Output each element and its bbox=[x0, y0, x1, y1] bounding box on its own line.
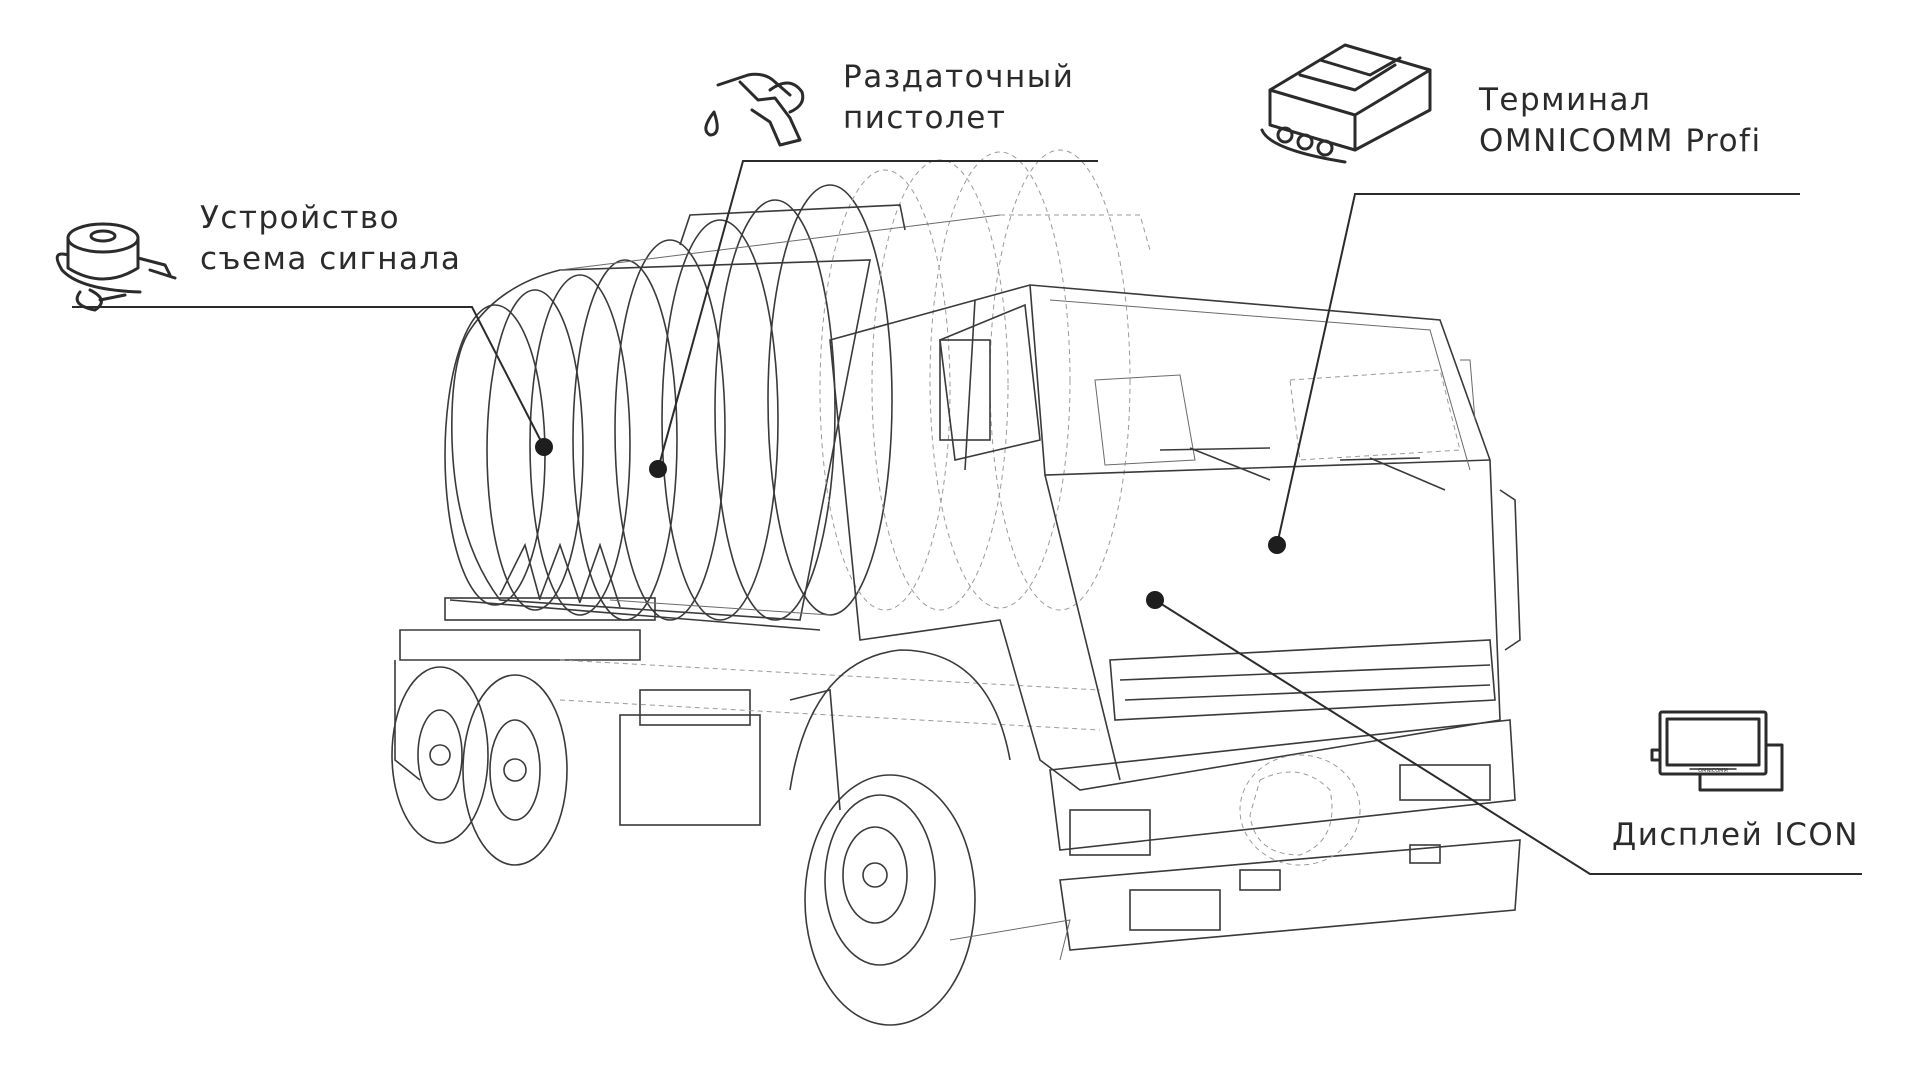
display-brand-text: OMNICOMM bbox=[1698, 768, 1728, 774]
leader-terminal bbox=[1276, 193, 1800, 546]
tank-frame bbox=[444, 542, 831, 631]
cab bbox=[829, 284, 1521, 791]
label-signal-device: Устройство съема сигнала bbox=[200, 198, 461, 280]
display-icon bbox=[1650, 710, 1784, 792]
grille-and-bumper bbox=[1049, 639, 1521, 951]
marker-nozzle bbox=[649, 460, 667, 478]
label-terminal-line2: OMNICOMM Profi bbox=[1479, 123, 1762, 159]
marker-signal-device bbox=[535, 438, 553, 456]
fuel-tanker-truck-drawing bbox=[391, 149, 1521, 1026]
label-display-line1: Дисплей ICON bbox=[1612, 817, 1859, 853]
leader-nozzle bbox=[657, 160, 1098, 470]
fuel-nozzle-icon bbox=[704, 72, 805, 147]
label-display: Дисплей ICON bbox=[1612, 815, 1859, 856]
leader-signal-device bbox=[72, 306, 545, 448]
chassis bbox=[391, 629, 1101, 866]
label-signal-device-line2: съема сигнала bbox=[200, 241, 462, 277]
terminal-device-icon bbox=[1260, 43, 1432, 164]
leader-lines bbox=[72, 160, 1862, 875]
marker-terminal bbox=[1268, 536, 1286, 554]
label-terminal: Терминал OMNICOMM Profi bbox=[1479, 80, 1762, 162]
marker-display bbox=[1146, 591, 1164, 609]
label-signal-device-line1: Устройство bbox=[200, 200, 401, 236]
label-nozzle-line2: пистолет bbox=[843, 100, 1007, 136]
label-terminal-line1: Терминал bbox=[1479, 82, 1652, 118]
signal-pickup-device-icon bbox=[55, 222, 177, 312]
leader-display bbox=[1154, 599, 1862, 875]
label-nozzle-line1: Раздаточный bbox=[843, 59, 1075, 95]
tank bbox=[444, 149, 1151, 621]
label-nozzle: Раздаточный пистолет bbox=[843, 57, 1074, 139]
front-wheel bbox=[789, 649, 1071, 1026]
